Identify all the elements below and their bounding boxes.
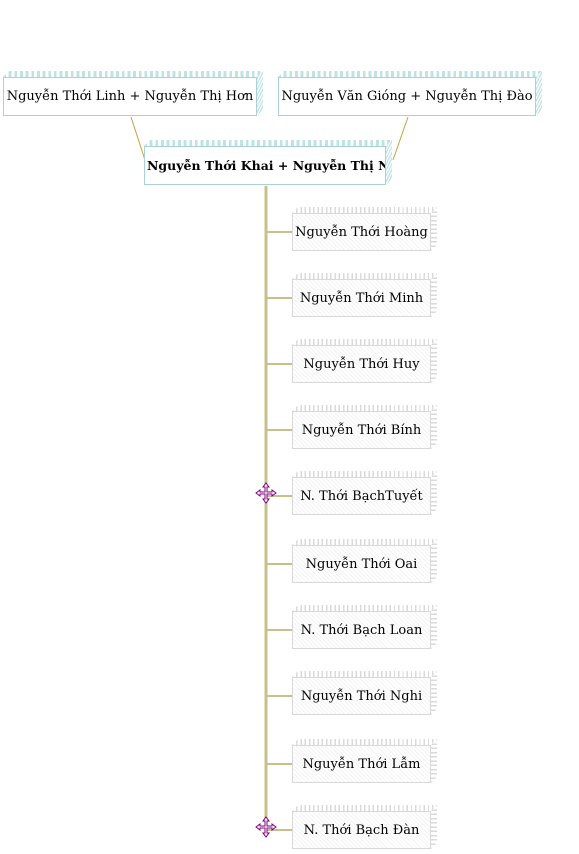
child-label: N. Thới BạchTuyết xyxy=(292,477,431,515)
mother-couple-label: Nguyễn Văn Gióng + Nguyễn Thị Đào xyxy=(278,77,536,116)
child-box[interactable]: Nguyễn Thới Bính xyxy=(292,405,437,449)
child-box[interactable]: Nguyễn Thới Nghi xyxy=(292,671,437,715)
child-box[interactable]: Nguyễn Thới Huy xyxy=(292,339,437,383)
child-box[interactable]: Nguyễn Thới Oai xyxy=(292,539,437,583)
child-box[interactable]: N. Thới Bạch Đàn xyxy=(292,805,437,849)
center-couple-box[interactable]: Nguyễn Thới Khai + Nguyễn Thị Ngà xyxy=(144,140,392,185)
move-handle-icon[interactable] xyxy=(255,816,277,838)
child-label: N. Thới Bạch Đàn xyxy=(292,811,431,849)
child-label: Nguyễn Thới Bính xyxy=(292,411,431,449)
child-box[interactable]: Nguyễn Thới Minh xyxy=(292,273,437,317)
parent-connector-right xyxy=(392,116,409,161)
child-box[interactable]: N. Thới Bạch Loan xyxy=(292,605,437,649)
center-couple-label: Nguyễn Thới Khai + Nguyễn Thị Ngà xyxy=(144,146,386,185)
mother-couple-box[interactable]: Nguyễn Văn Gióng + Nguyễn Thị Đào xyxy=(278,71,542,116)
father-couple-label: Nguyễn Thới Linh + Nguyễn Thị Hơn xyxy=(3,77,257,116)
child-box[interactable]: N. Thới BạchTuyết xyxy=(292,471,437,515)
child-label: Nguyễn Thới Hoàng xyxy=(292,213,431,251)
child-box[interactable]: Nguyễn Thới Lẫm xyxy=(292,739,437,783)
move-handle-icon[interactable] xyxy=(255,482,277,504)
child-label: Nguyễn Thới Oai xyxy=(292,545,431,583)
child-label: Nguyễn Thới Huy xyxy=(292,345,431,383)
child-box[interactable]: Nguyễn Thới Hoàng xyxy=(292,207,437,251)
parent-connector-left xyxy=(130,116,146,161)
child-label: Nguyễn Thới Nghi xyxy=(292,677,431,715)
father-couple-box[interactable]: Nguyễn Thới Linh + Nguyễn Thị Hơn xyxy=(3,71,263,116)
child-label: N. Thới Bạch Loan xyxy=(292,611,431,649)
child-label: Nguyễn Thới Minh xyxy=(292,279,431,317)
child-label: Nguyễn Thới Lẫm xyxy=(292,745,431,783)
